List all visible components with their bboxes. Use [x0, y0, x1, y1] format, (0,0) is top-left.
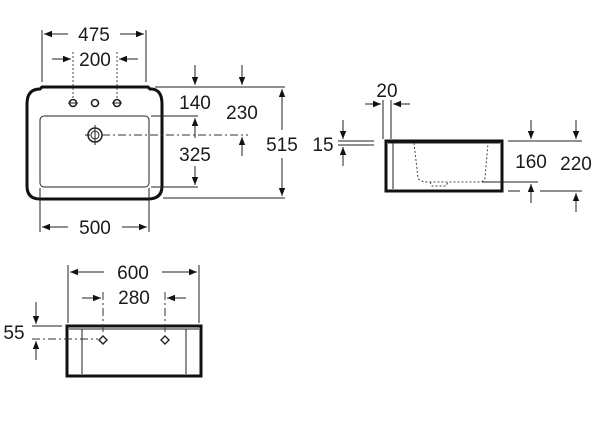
- dim-fixing-hole-height: 55: [3, 323, 24, 344]
- dim-rim-offset: 20: [376, 81, 397, 102]
- drain-icon: [85, 125, 103, 145]
- dim-bowl-height: 160: [515, 152, 547, 173]
- top-view: 475 200 500 140 325 230 515: [25, 25, 298, 239]
- dim-overall-top-width: 475: [78, 25, 110, 46]
- dim-overall-depth: 515: [266, 135, 298, 156]
- dim-tap-to-bowl-depth: 140: [179, 93, 211, 114]
- bowl-outline: [39, 115, 150, 188]
- dim-rim-thickness: 15: [312, 135, 333, 156]
- fixing-hole-icon: [160, 335, 170, 345]
- tap-holes: [68, 98, 122, 108]
- side-view: 20 15 160 220: [312, 81, 592, 212]
- dim-wall-to-drain-depth: 230: [226, 103, 258, 124]
- dim-bottom-width: 500: [79, 218, 111, 239]
- tap-hole-icon: [90, 98, 100, 108]
- basin-outline: [25, 85, 164, 201]
- dim-fixing-hole-spacing: 280: [118, 288, 150, 309]
- dim-front-overall-width: 600: [117, 263, 149, 284]
- front-view: 600 280 55: [3, 263, 203, 378]
- front-outline: [65, 324, 203, 378]
- side-outline: [384, 139, 504, 193]
- dim-bowl-depth: 325: [179, 145, 211, 166]
- dim-tap-hole-spacing: 200: [79, 50, 111, 71]
- fixing-hole-icon: [98, 335, 108, 345]
- dim-overall-height: 220: [560, 154, 592, 175]
- hidden-bowl-outline: [413, 142, 489, 183]
